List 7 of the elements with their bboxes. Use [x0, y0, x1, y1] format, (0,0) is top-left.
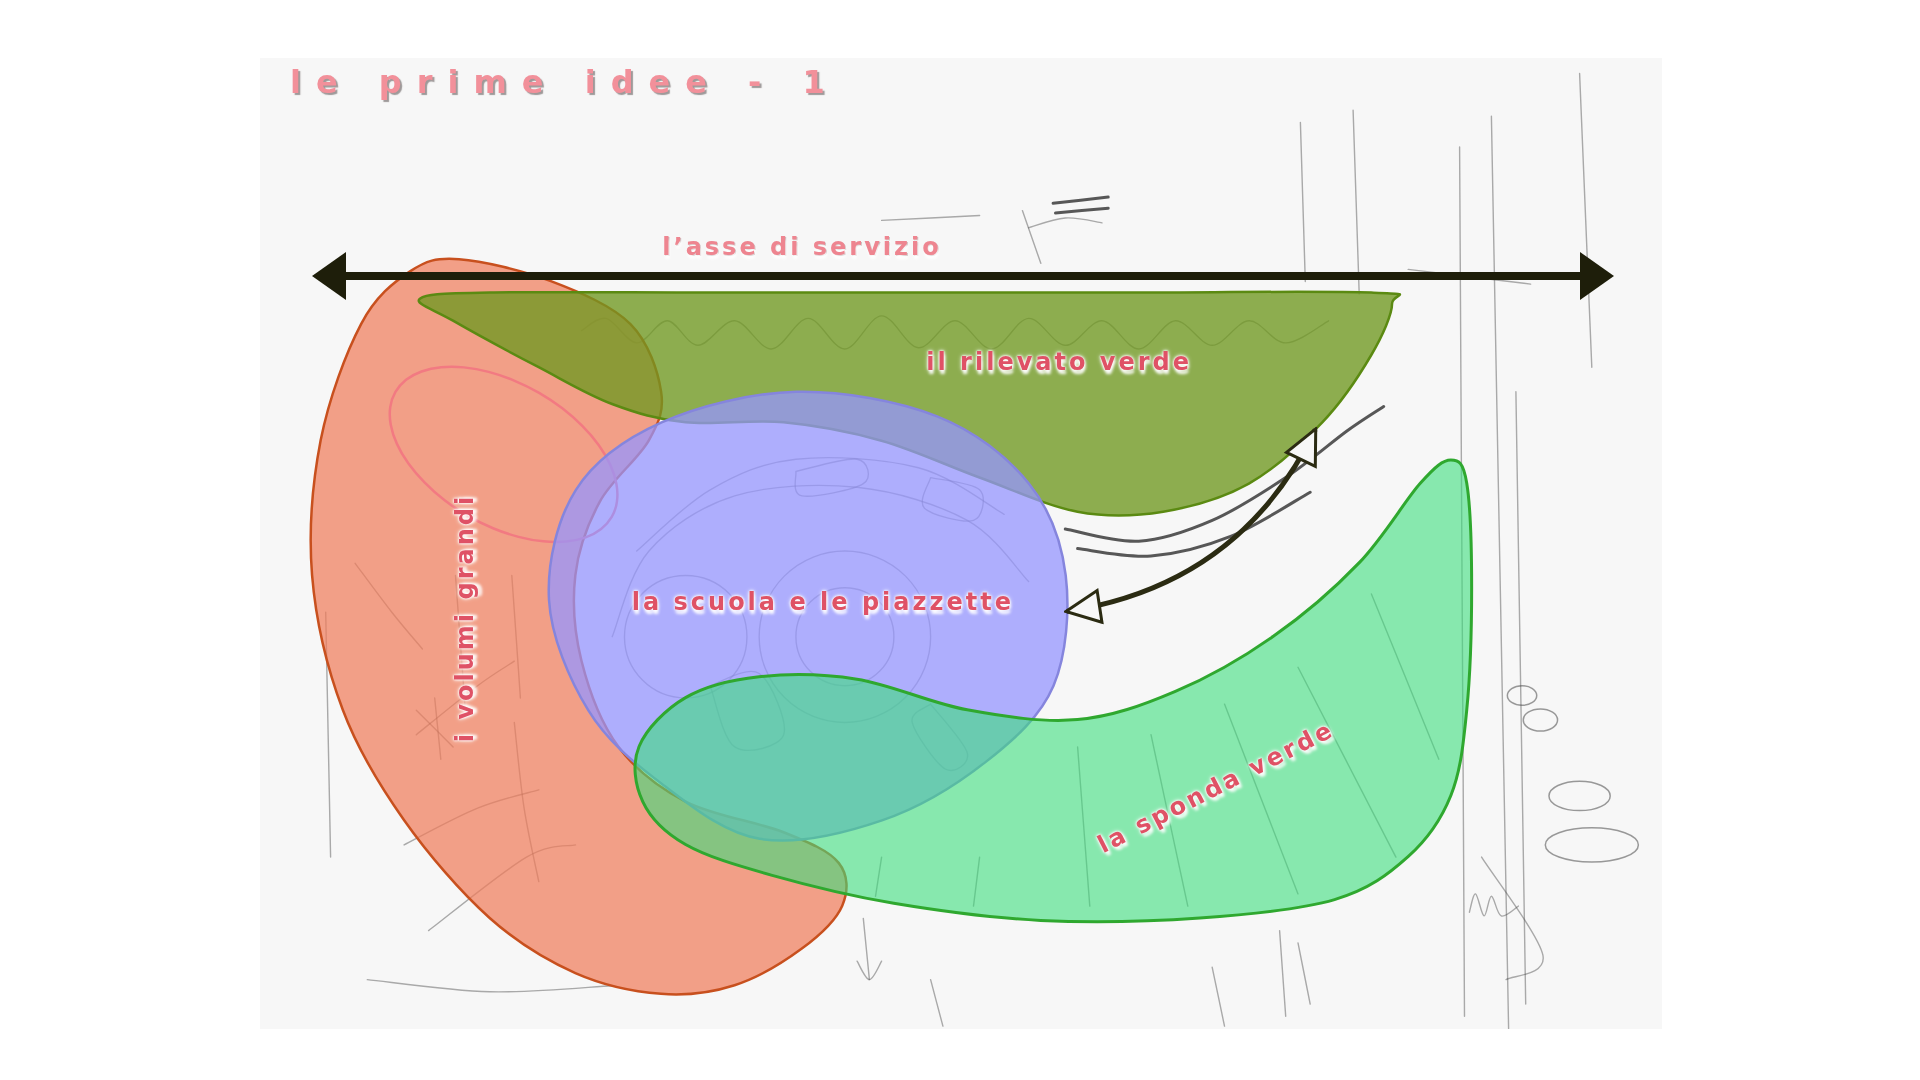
zone-label: i volumi grandi	[453, 494, 478, 743]
curved-double-arrow	[1064, 427, 1318, 623]
title: le prime idee - 1	[290, 66, 840, 98]
zone-label: la scuola e le piazzette	[631, 590, 1014, 615]
axis-label: l’asse di servizio	[662, 235, 942, 260]
zone-blob	[633, 458, 1474, 925]
zone-label: il rilevato verde	[926, 350, 1193, 375]
